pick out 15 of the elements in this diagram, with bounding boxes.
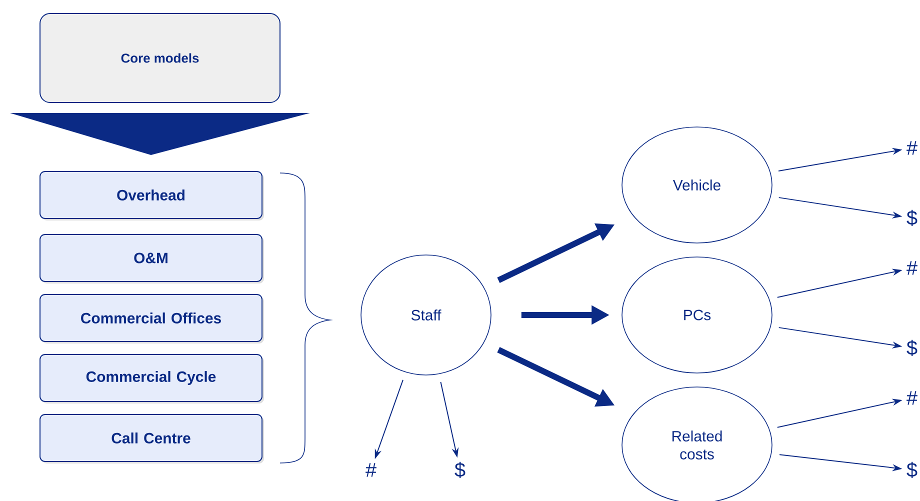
model-box: Overhead xyxy=(40,171,264,220)
unit-symbol: # xyxy=(906,391,918,405)
unit-symbol: $ xyxy=(906,340,918,356)
model-box: Core models xyxy=(40,13,280,103)
model-box: Call Centre xyxy=(40,414,264,464)
model-box: Commercial Offices xyxy=(40,294,264,344)
unit-symbol: $ xyxy=(906,462,918,478)
model-box: O&M xyxy=(40,234,264,284)
chevron-arrow xyxy=(10,113,310,155)
model-box: Commercial Cycle xyxy=(40,354,264,404)
unit-symbol: $ xyxy=(906,210,918,226)
unit-symbol: $ xyxy=(454,462,466,478)
unit-symbol: # xyxy=(366,463,376,477)
unit-symbol: # xyxy=(906,261,918,275)
unit-symbol: # xyxy=(906,141,918,155)
